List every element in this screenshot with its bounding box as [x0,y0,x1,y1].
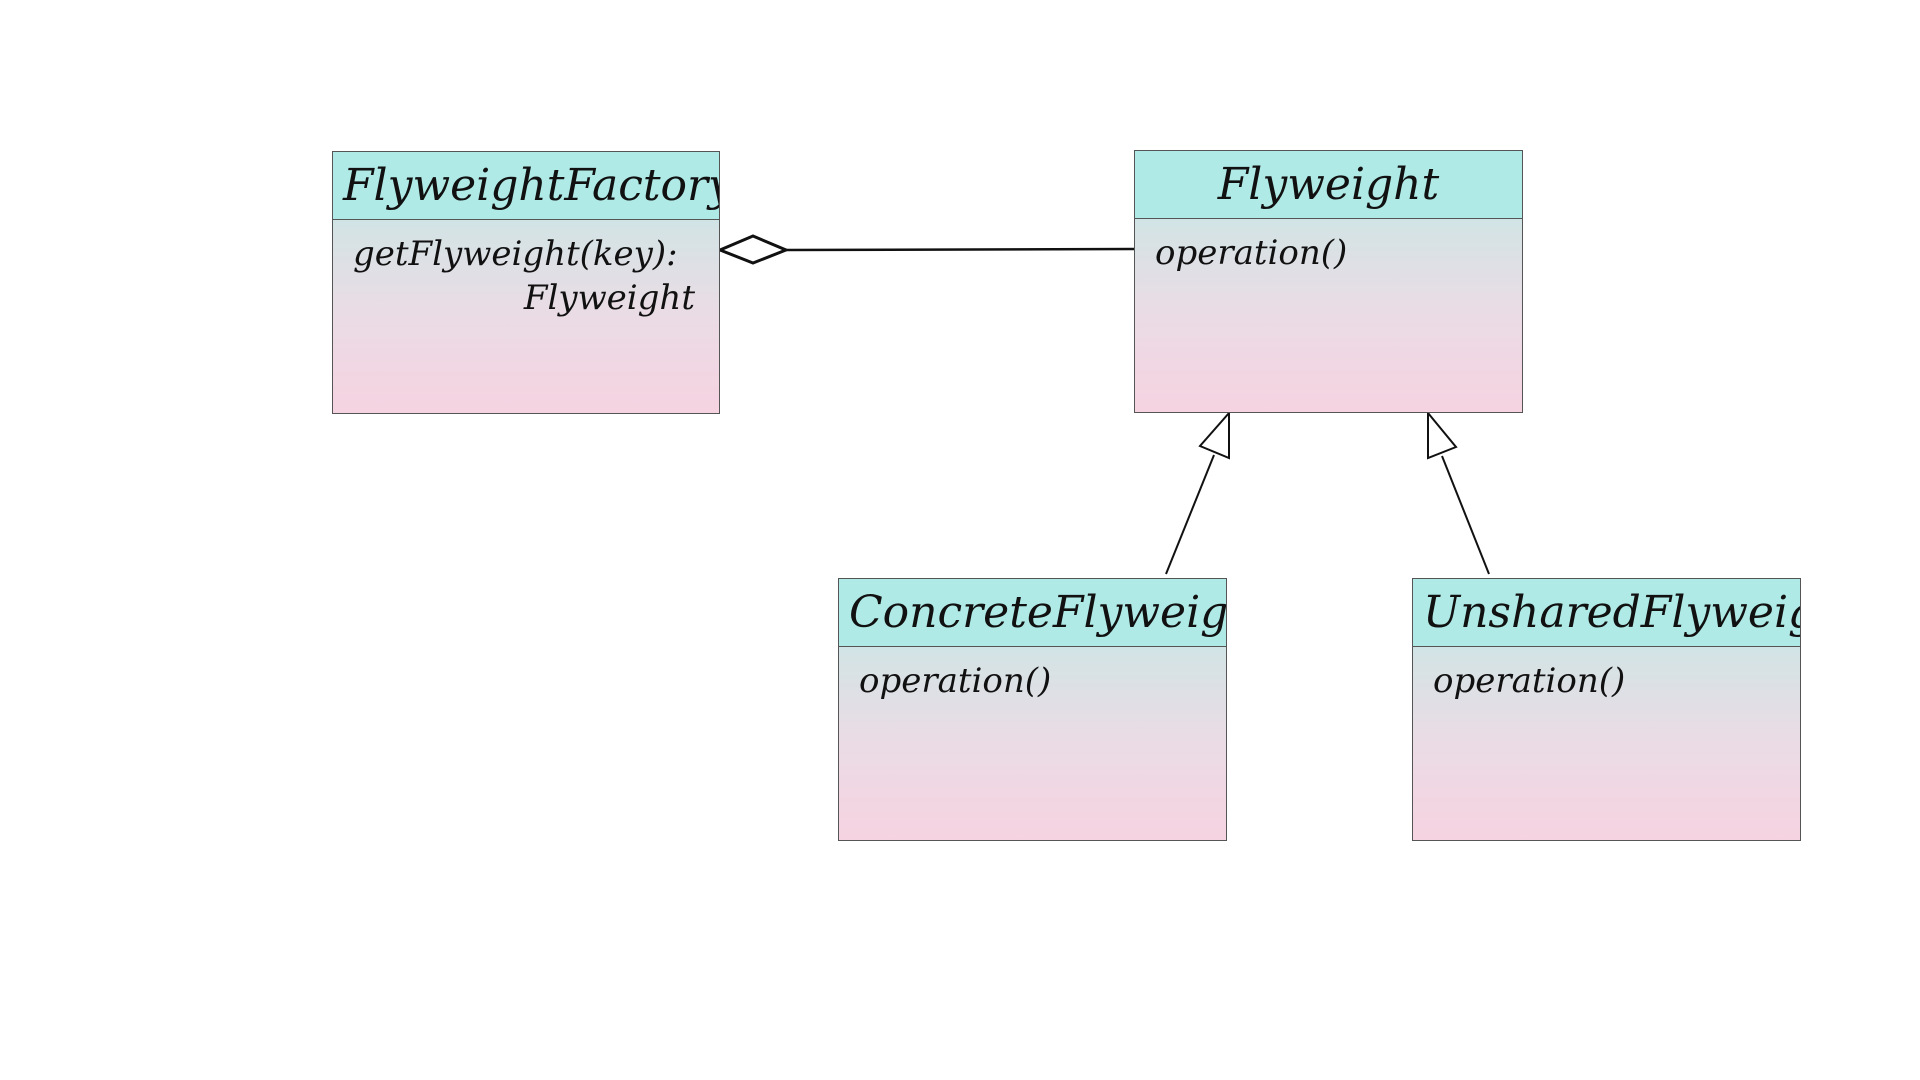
generalization-line-unshared [1441,455,1490,575]
operation-get-flyweight-return-type: Flyweight [523,278,695,318]
operation-flyweight: operation() [1155,233,1348,273]
class-name-unshared-flyweight: UnsharedFlyweigh [1413,579,1800,647]
class-name-flyweight: Flyweight [1135,151,1522,219]
class-operations-concrete-flyweight: operation() [839,647,1226,715]
operation-unshared-flyweight: operation() [1433,661,1626,701]
class-concrete-flyweight[interactable]: ConcreteFlyweight operation() [838,578,1227,841]
aggregation-diamond-icon [716,234,790,265]
class-flyweight[interactable]: Flyweight operation() [1134,150,1523,413]
generalization-arrowhead-concrete-icon [1198,410,1230,460]
generalization-line-concrete [1165,454,1215,575]
class-flyweight-factory[interactable]: FlyweightFactory getFlyweight(key): Flyw… [332,151,720,414]
operation-concrete-flyweight: operation() [859,661,1052,701]
class-operations-flyweight-factory: getFlyweight(key): Flyweight [333,220,719,332]
generalization-arrowhead-unshared-icon [1427,410,1458,460]
class-name-flyweight-factory: FlyweightFactory [333,152,719,220]
class-operations-flyweight: operation() [1135,219,1522,287]
class-name-concrete-flyweight: ConcreteFlyweight [839,579,1226,647]
operation-get-flyweight: getFlyweight(key): [353,234,678,274]
aggregation-line [785,247,1135,252]
class-operations-unshared-flyweight: operation() [1413,647,1800,715]
class-unshared-flyweight[interactable]: UnsharedFlyweigh operation() [1412,578,1801,841]
